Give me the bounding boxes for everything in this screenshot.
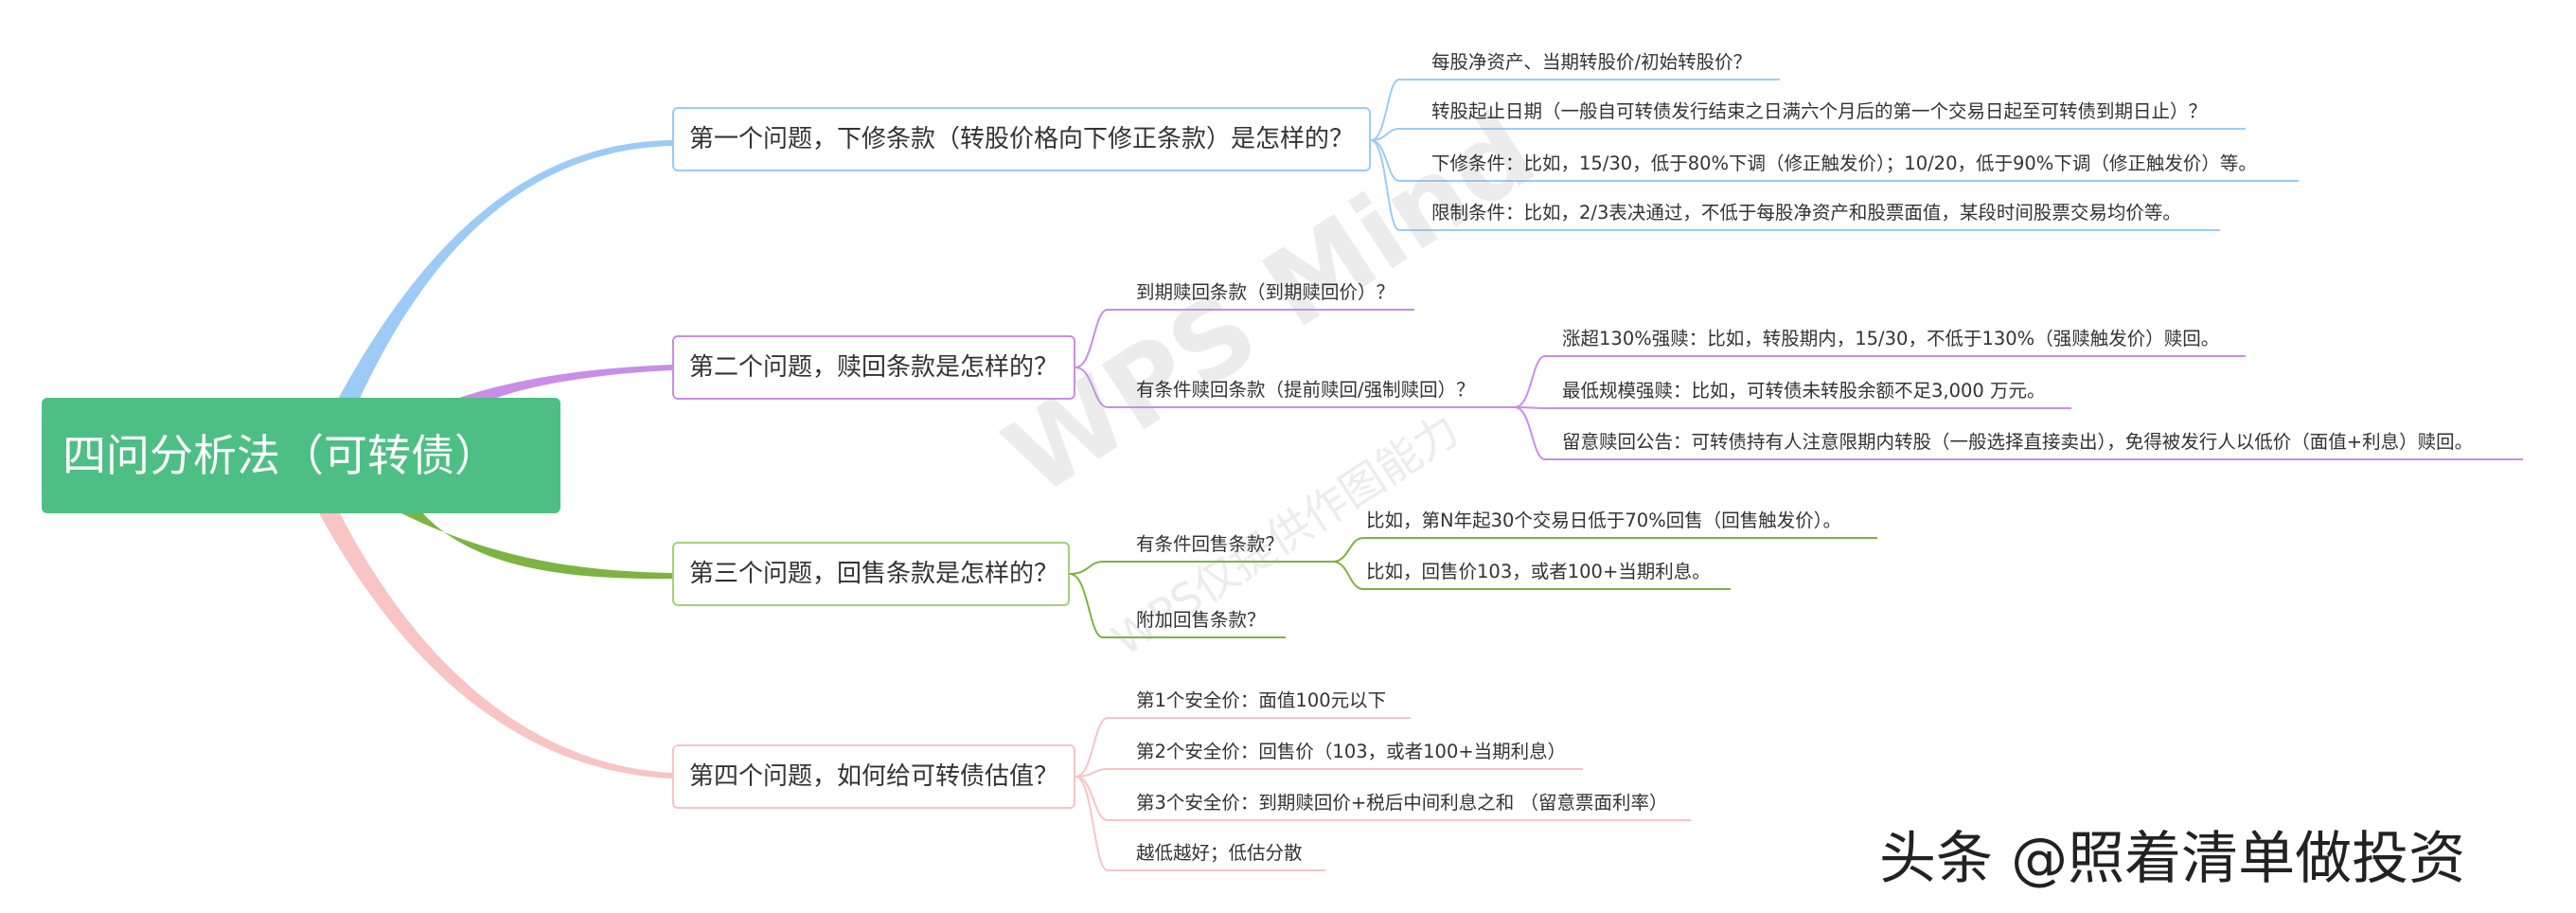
leaf-topic[interactable]: 比如，第N年起30个交易日低于70%回售（回售触发价）。 <box>1366 510 1841 531</box>
connector-branch2-child1 <box>1075 309 1414 368</box>
leaf-topic[interactable]: 限制条件：比如，2/3表决通过，不低于每股净资产和股票面值，某段时间股票交易均价… <box>1431 202 2181 224</box>
connector-root-branch-2 <box>459 365 672 398</box>
connector-branch1-child1 <box>1370 79 1780 141</box>
leaf-topic[interactable]: 最低规模强赎：比如，可转债未转股余额不足3,000 万元。 <box>1562 380 2046 402</box>
leaf-topic[interactable]: 有条件赎回条款（提前赎回/强制赎回）？ <box>1136 379 1475 401</box>
connector-branch4-child2 <box>1075 768 1583 778</box>
connector-root-branch-1 <box>336 140 672 403</box>
branch-topic-label: 第二个问题，赎回条款是怎样的？ <box>689 353 1059 382</box>
leaf-topic[interactable]: 下修条件：比如，15/30，低于80%下调（修正触发价）；10/20，低于90%… <box>1431 152 2257 174</box>
leaf-topic[interactable]: 第2个安全价：回售价（103，或者100+当期利息） <box>1136 741 1567 762</box>
connector-branch3-sub2 <box>1332 561 1731 590</box>
leaf-topic[interactable]: 附加回售条款？ <box>1136 609 1266 631</box>
leaf-topic[interactable]: 每股净资产、当期转股价/初始转股价？ <box>1431 51 1752 73</box>
connector-branch4-child4 <box>1075 776 1325 871</box>
leaf-topic[interactable]: 第3个安全价：到期赎回价+税后中间利息之和 （留意票面利率） <box>1136 792 1668 814</box>
branch-topic-label: 第四个问题，如何给可转债估值？ <box>689 762 1059 791</box>
leaf-topic[interactable]: 到期赎回条款（到期赎回价）？ <box>1136 281 1395 303</box>
connector-branch1-child2 <box>1370 128 2246 141</box>
connector-branch2-child2 <box>1075 367 1515 408</box>
root-topic-label: 四问分析法（可转债） <box>62 430 498 481</box>
branch-topic-label: 第三个问题，回售条款是怎样的？ <box>689 560 1059 588</box>
branch-topic-2[interactable]: 第二个问题，赎回条款是怎样的？ <box>672 335 1075 400</box>
connector-branch1-child4 <box>1370 139 2220 231</box>
leaf-topic[interactable]: 比如，回售价103，或者100+当期利息。 <box>1366 561 1711 582</box>
connector-root-branch-3 <box>398 511 672 580</box>
connector-branch2-sub3 <box>1514 406 2523 460</box>
branch-topic-3[interactable]: 第三个问题，回售条款是怎样的？ <box>672 542 1070 606</box>
branch-topic-label: 第一个问题，下修条款（转股价格向下修正条款）是怎样的？ <box>689 125 1355 153</box>
leaf-topic[interactable]: 涨超130%强赎：比如，转股期内，15/30，不低于130%（强赎触发价）赎回。 <box>1562 328 2220 349</box>
connector-branch1-child3 <box>1370 139 2299 182</box>
connector-branch2-sub2 <box>1514 406 2071 409</box>
leaf-topic[interactable]: 第1个安全价：面值100元以下 <box>1136 689 1387 711</box>
connector-branch4-child3 <box>1075 776 1691 821</box>
connector-branch2-sub1 <box>1514 355 2246 408</box>
leaf-topic[interactable]: 留意赎回公告：可转债持有人注意限期内转股（一般选择直接卖出），免得被发行人以低价… <box>1562 431 2474 453</box>
leaf-topic[interactable]: 转股起止日期（一般自可转债发行结束之日满六个月后的第一个交易日起至可转债到期日止… <box>1431 100 2208 122</box>
author-signature: 头条 @照着清单做投资 <box>1879 826 2466 892</box>
branch-topic-1[interactable]: 第一个问题，下修条款（转股价格向下修正条款）是怎样的？ <box>672 107 1371 171</box>
connector-branch3-child2 <box>1069 573 1286 638</box>
connector-branch4-child1 <box>1075 717 1411 778</box>
branch-topic-4[interactable]: 第四个问题，如何给可转债估值？ <box>672 744 1075 809</box>
leaf-topic[interactable]: 越低越好；低估分散 <box>1136 842 1303 864</box>
connector-branch3-child1 <box>1069 561 1333 575</box>
connector-branch3-sub1 <box>1332 537 1877 563</box>
root-topic[interactable]: 四问分析法（可转债） <box>42 398 560 513</box>
leaf-topic[interactable]: 有条件回售条款？ <box>1136 533 1285 555</box>
